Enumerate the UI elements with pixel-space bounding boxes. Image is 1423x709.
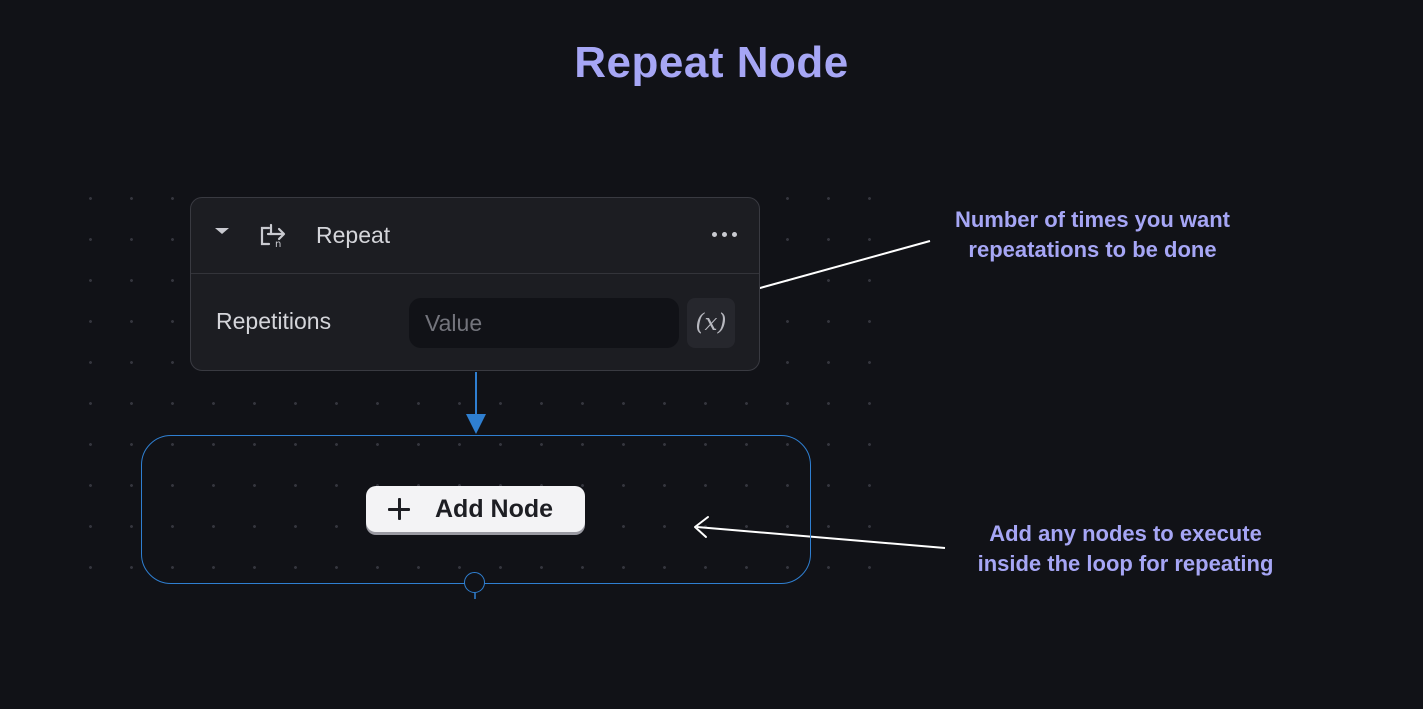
annotation-loop-hint: Add any nodes to execute inside the loop… bbox=[948, 519, 1303, 579]
caret-down-icon[interactable] bbox=[215, 228, 229, 234]
page-title: Repeat Node bbox=[574, 38, 849, 87]
annotation-line: repeatations to be done bbox=[968, 237, 1217, 262]
repeat-node-title: Repeat bbox=[316, 222, 391, 248]
repetitions-label: Repetitions bbox=[216, 308, 332, 334]
svg-text:n: n bbox=[275, 239, 281, 248]
annotation-value-hint: Number of times you want repeatations to… bbox=[920, 205, 1265, 265]
annotation-line: inside the loop for repeating bbox=[977, 551, 1274, 576]
more-horizontal-icon bbox=[722, 232, 727, 237]
output-handle[interactable] bbox=[464, 572, 485, 593]
more-options-button[interactable] bbox=[711, 224, 739, 244]
annotation-line: Add any nodes to execute bbox=[989, 521, 1262, 546]
repetitions-input[interactable] bbox=[409, 298, 679, 348]
more-horizontal-icon bbox=[712, 232, 717, 237]
plus-icon bbox=[388, 498, 410, 520]
annotation-line: Number of times you want bbox=[954, 207, 1231, 232]
add-node-label: Add Node bbox=[435, 495, 554, 523]
repeat-node-header: n Repeat bbox=[191, 198, 759, 274]
more-horizontal-icon bbox=[732, 232, 737, 237]
insert-variable-button[interactable]: (x) bbox=[687, 298, 735, 348]
repeat-node-card[interactable]: n Repeat Repetitions (x) bbox=[190, 197, 760, 371]
repeat-icon: n bbox=[260, 223, 286, 248]
add-node-button[interactable]: Add Node bbox=[366, 486, 585, 532]
